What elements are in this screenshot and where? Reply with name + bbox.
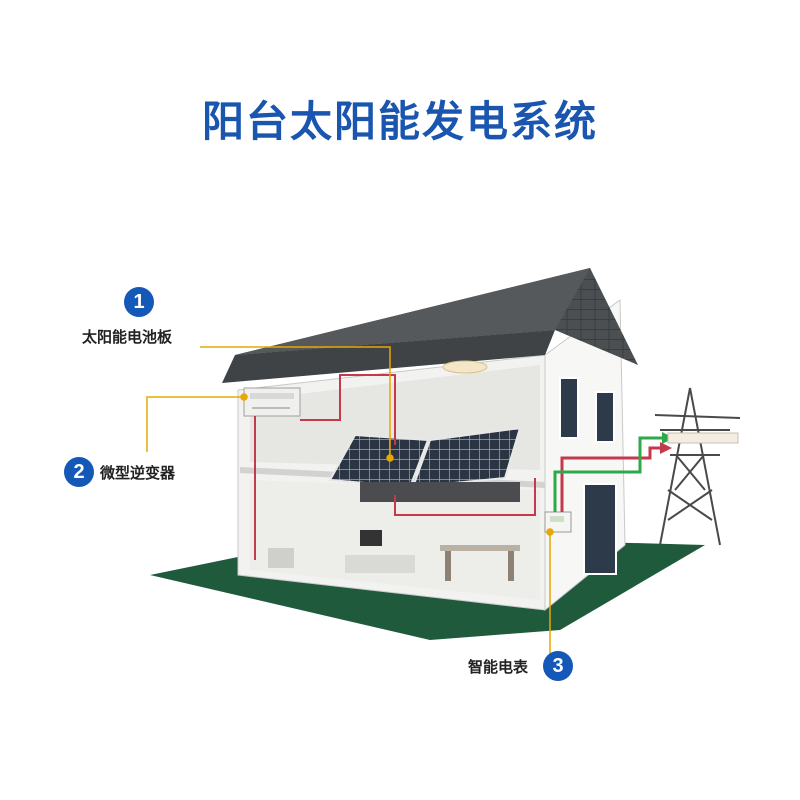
power-tower [654, 387, 741, 546]
callout-badge-3: 3 [543, 651, 573, 681]
leader-panel [200, 346, 391, 458]
callout-label-smart-meter: 智能电表 [468, 658, 529, 676]
leader-lines [146, 346, 554, 660]
ceiling-lamp [442, 360, 488, 374]
glass-door [583, 483, 617, 575]
roof-top [235, 268, 590, 355]
leader-inverter [146, 396, 244, 452]
callout-label-solar-panel: 太阳能电池板 [82, 328, 173, 346]
smart-meter [544, 511, 572, 533]
micro-inverter [243, 387, 301, 417]
wire-green-grid [553, 436, 662, 512]
leader-inverter-dot [240, 393, 248, 401]
house-wiring [254, 374, 536, 560]
wire-red-panel [300, 374, 396, 445]
living-room-furniture [268, 530, 520, 581]
callout-label-micro-inverter: 微型逆变器 [100, 464, 176, 482]
window-right [595, 391, 615, 443]
callout-badge-2: 2 [64, 457, 94, 487]
lower-room [250, 480, 540, 600]
wire-red-grid [560, 446, 660, 512]
leader-panel-dot [386, 454, 394, 462]
solar-panels [328, 426, 522, 502]
callout-badge-1: 1 [124, 287, 154, 317]
page-title: 阳台太阳能发电系统 [201, 97, 598, 146]
arrow-red [660, 442, 672, 454]
leader-meter-dot [546, 528, 554, 536]
roof-eave [222, 330, 555, 383]
window-left [559, 377, 579, 439]
wire-red-meter [394, 478, 536, 516]
